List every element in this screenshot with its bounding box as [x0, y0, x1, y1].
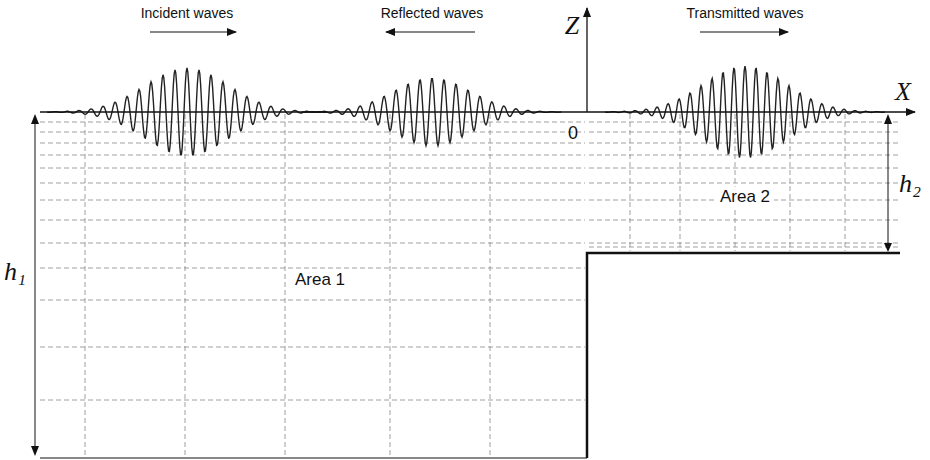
h2-dimension: [888, 118, 889, 247]
grid-line: [40, 300, 585, 301]
grid-lines: [40, 114, 900, 456]
grid-line: [40, 220, 585, 221]
dimension-label: h₁: [4, 258, 26, 287]
grid-line: [390, 114, 391, 456]
h1-arrowheads: [31, 114, 39, 456]
h1-dimension: [35, 120, 36, 450]
grid-line: [40, 183, 585, 184]
grid-line: [185, 114, 186, 456]
grid-line: [589, 168, 900, 169]
grid-line: [589, 143, 900, 144]
origin-label: 0: [568, 124, 578, 144]
grid-line: [40, 168, 585, 169]
dimension-label: h₂: [899, 170, 921, 199]
grid-line: [40, 155, 585, 156]
direction-arrow: [386, 31, 475, 32]
grid-line: [630, 114, 631, 251]
grid-line: [40, 132, 585, 133]
grid-line: [285, 114, 286, 456]
axis-name: X: [895, 78, 911, 107]
grid-line: [40, 268, 585, 269]
axis-name: Z: [565, 12, 579, 41]
step-bottom: [587, 253, 900, 458]
grid-line: [735, 114, 736, 251]
wave-packet: [47, 68, 326, 155]
wave-caption: Incident waves: [141, 6, 234, 21]
wave-caption: Transmitted waves: [687, 6, 804, 21]
grid-line: [589, 155, 900, 156]
grid-line: [40, 347, 585, 348]
grid-line: [490, 114, 491, 456]
grid-line: [589, 122, 900, 123]
region-label: Area 2: [716, 187, 774, 208]
grid-line: [790, 114, 791, 251]
bottom-line: [40, 458, 587, 459]
grid-line: [40, 400, 585, 401]
h2-arrowheads: [884, 114, 892, 252]
x-axis: [40, 111, 915, 112]
grid-line: [589, 247, 900, 248]
z-axis: [586, 8, 587, 112]
direction-arrow: [150, 31, 236, 32]
grid-line: [589, 243, 900, 244]
grid-line: [85, 114, 86, 456]
grid-line: [40, 143, 585, 144]
grid-line: [589, 183, 900, 184]
grid-line: [589, 132, 900, 133]
direction-arrow: [700, 31, 788, 32]
grid-line: [589, 220, 900, 221]
grid-line: [845, 114, 846, 251]
grid-line: [40, 243, 585, 244]
wave-caption: Reflected waves: [381, 6, 484, 21]
grid-line: [40, 200, 585, 201]
grid-line: [680, 114, 681, 251]
region-label: Area 1: [291, 270, 349, 291]
